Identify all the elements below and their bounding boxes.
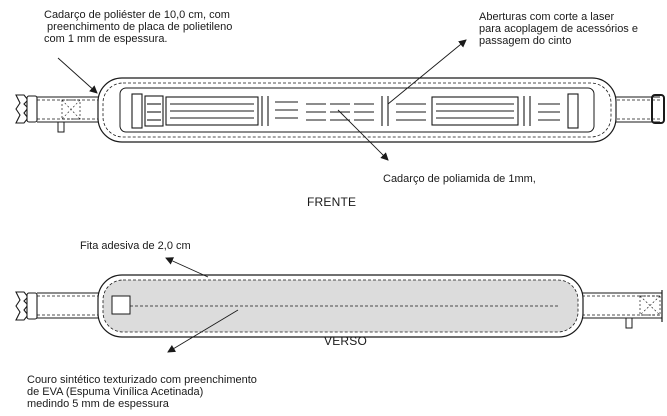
leader-polyamide (337, 109, 389, 161)
label-polyamide-strap: Cadarço de poliamida de 1mm, (383, 173, 536, 185)
front-belt-view (15, 77, 665, 143)
leader-laser (387, 39, 467, 105)
label-adhesive-tape: Fita adesiva de 2,0 cm (80, 240, 191, 252)
leader-tape (165, 257, 209, 278)
front-left-buckle (15, 94, 65, 133)
back-pad (97, 274, 584, 338)
front-view-title: FRENTE (307, 195, 357, 209)
front-laser-slots (131, 93, 579, 129)
leader-polyester (57, 57, 98, 94)
front-pad (97, 77, 617, 143)
back-belt-view (15, 274, 663, 338)
label-laser-openings: Aberturas com corte a laser para acoplag… (479, 11, 638, 47)
label-synthetic-leather: Couro sintético texturizado com preenchi… (27, 374, 257, 410)
label-polyester-strap: Cadarço de poliéster de 10,0 cm, com pre… (44, 9, 233, 45)
leader-leather (167, 309, 239, 353)
back-view-title: VERSO (324, 334, 368, 348)
front-right-buckle (651, 94, 665, 124)
back-left-buckle (15, 291, 38, 321)
